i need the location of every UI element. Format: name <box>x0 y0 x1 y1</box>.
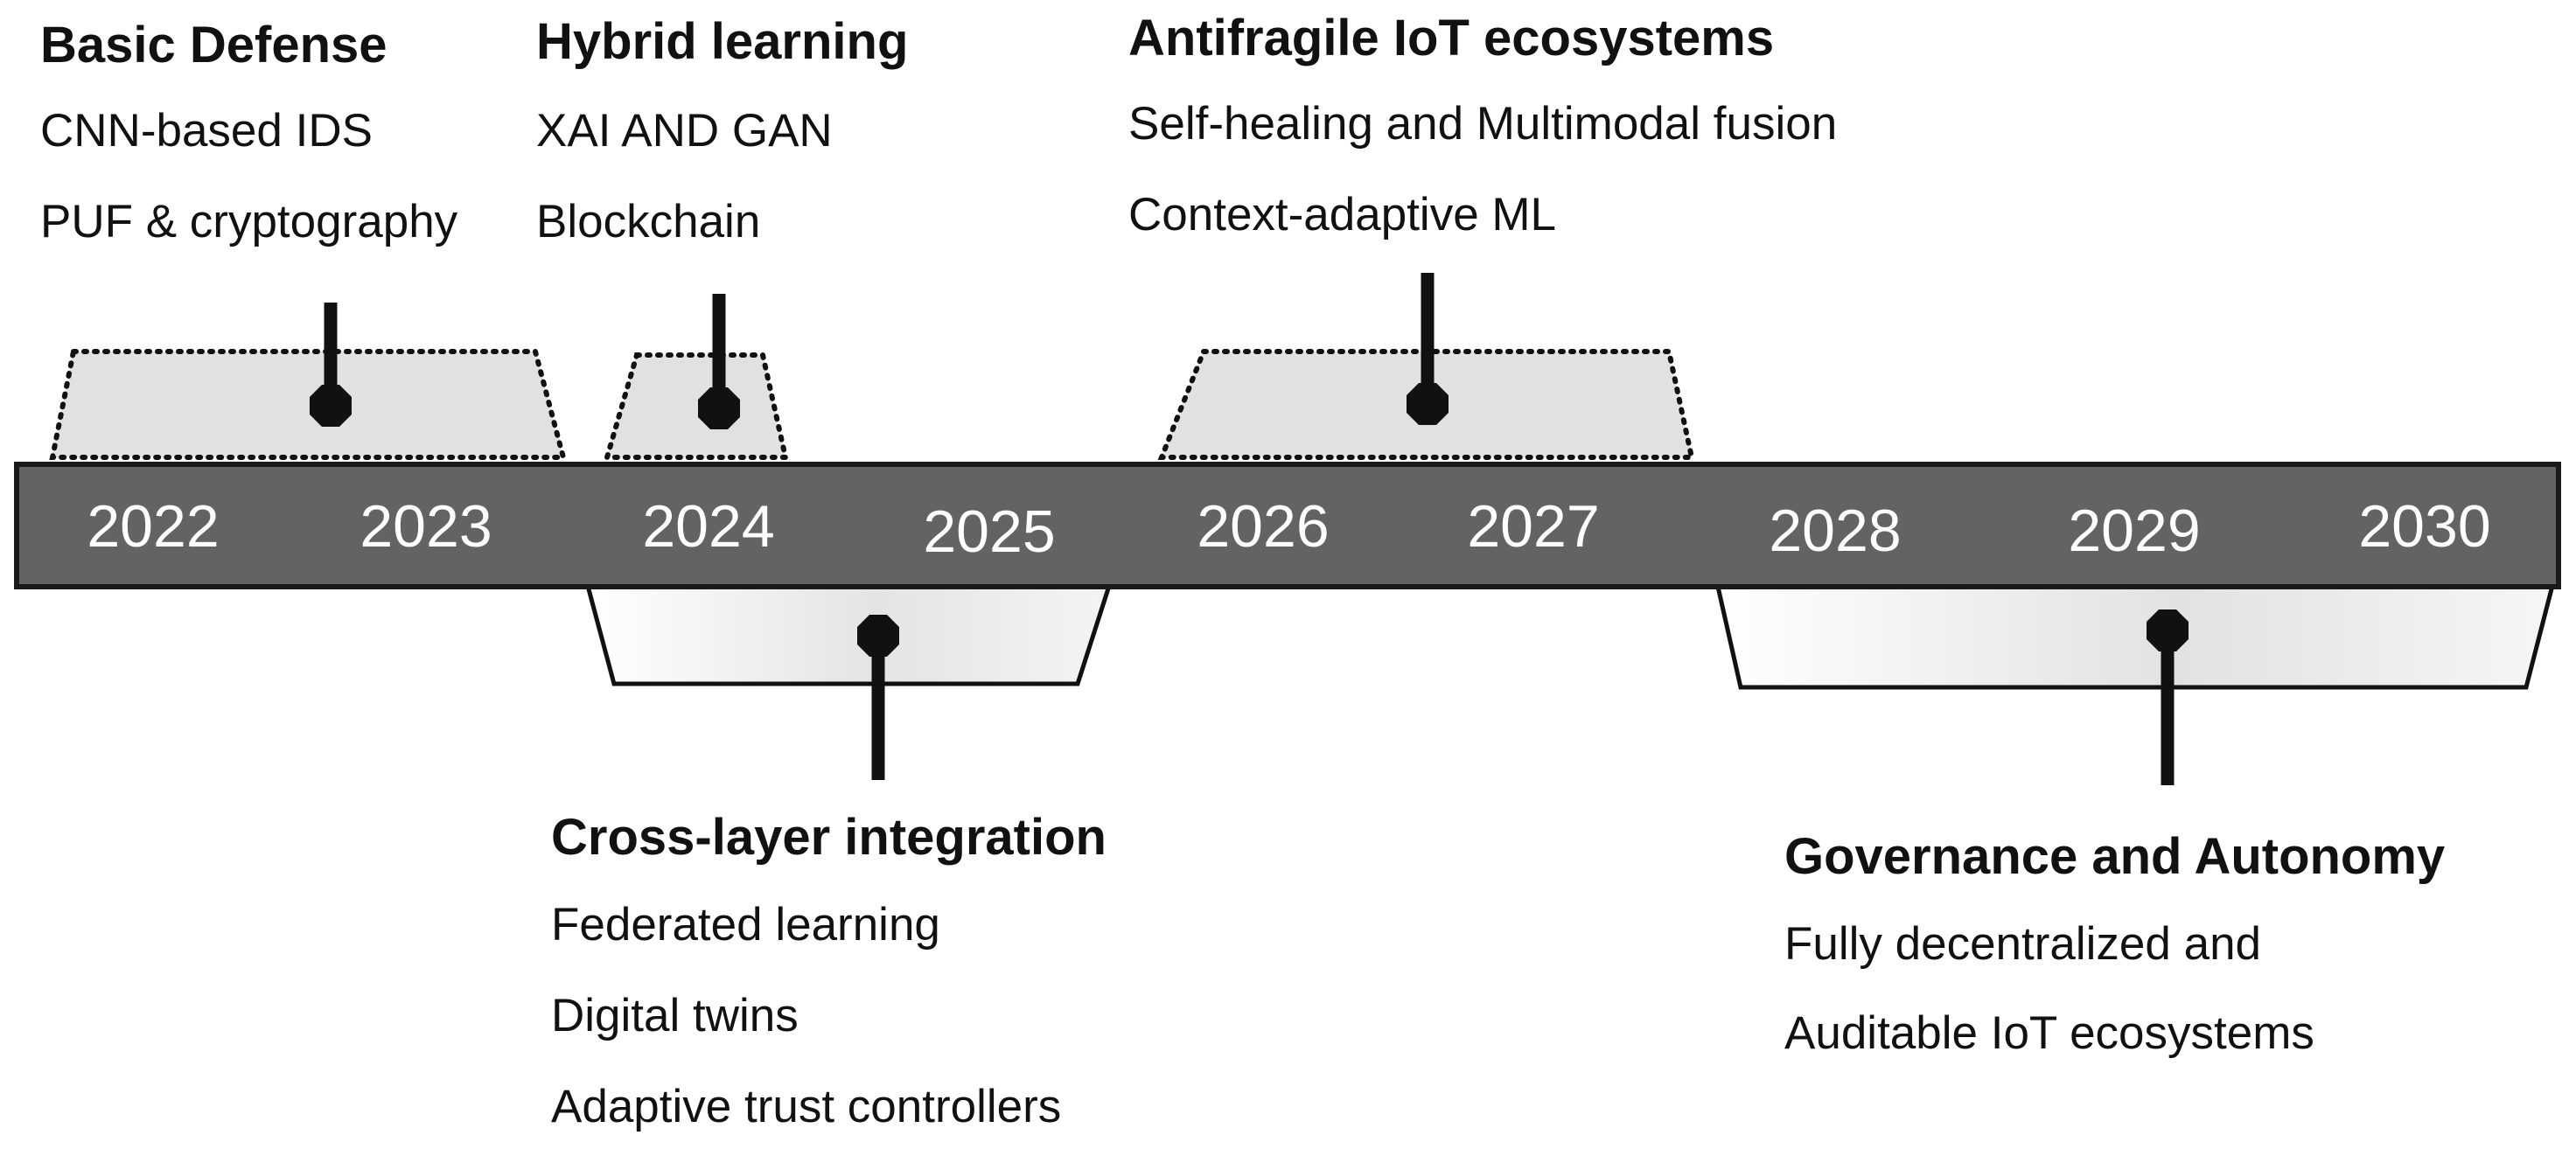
milestone-item: Fully decentralized and <box>1784 918 2262 970</box>
milestone-item: CNN-based IDS <box>40 105 373 157</box>
milestone-item: Adaptive trust controllers <box>551 1081 1062 1132</box>
milestone-governance-autonomy: Governance and Autonomy Fully decentrali… <box>1784 831 2445 1060</box>
year-label-2025: 2025 <box>923 498 1056 565</box>
milestone-title: Cross-layer integration <box>551 809 1106 866</box>
milestone-hybrid-learning: Hybrid learning XAI AND GAN Blockchain <box>536 16 908 248</box>
milestone-item: Self-healing and Multimodal fusion <box>1128 98 1838 150</box>
milestone-item: XAI AND GAN <box>536 105 833 157</box>
milestone-marker-cross-layer <box>857 615 899 780</box>
milestone-title: Hybrid learning <box>536 13 909 70</box>
year-label-2023: 2023 <box>360 493 492 560</box>
milestone-title: Antifragile IoT ecosystems <box>1128 10 1775 66</box>
milestone-marker-basic-defense <box>310 303 352 427</box>
milestone-item: Blockchain <box>536 196 761 247</box>
milestone-marker-governance <box>2147 609 2189 785</box>
period-box-2028-2030 <box>1713 576 2558 690</box>
year-label-2030: 2030 <box>2358 493 2491 560</box>
timeline-bar <box>14 462 2561 589</box>
milestone-item: Context-adaptive ML <box>1128 189 1557 240</box>
milestone-title: Basic Defense <box>40 17 387 73</box>
milestone-cross-layer-integration: Cross-layer integration Federated learni… <box>551 811 1106 1133</box>
period-box-2024-2025 <box>584 583 1113 686</box>
milestone-item: Auditable IoT ecosystems <box>1784 1007 2314 1059</box>
milestone-marker-hybrid-learning <box>698 294 740 429</box>
year-label-2028: 2028 <box>1769 498 1902 564</box>
period-box-2022-2023 <box>49 349 567 460</box>
milestone-item: Federated learning <box>551 899 940 951</box>
year-label-2029: 2029 <box>2068 498 2201 564</box>
year-label-2026: 2026 <box>1197 493 1330 560</box>
year-label-2022: 2022 <box>87 493 220 560</box>
year-label-2027: 2027 <box>1467 493 1600 560</box>
period-box-2024 <box>604 352 789 460</box>
milestone-marker-antifragile <box>1407 273 1449 425</box>
milestone-item: PUF & cryptography <box>40 196 458 247</box>
milestone-antifragile-iot: Antifragile IoT ecosystems Self-healing … <box>1128 12 1837 241</box>
milestone-basic-defense: Basic Defense CNN-based IDS PUF & crypto… <box>40 19 457 248</box>
year-label-2024: 2024 <box>642 493 775 560</box>
milestone-title: Governance and Autonomy <box>1784 828 2446 885</box>
milestone-item: Digital twins <box>551 990 799 1041</box>
